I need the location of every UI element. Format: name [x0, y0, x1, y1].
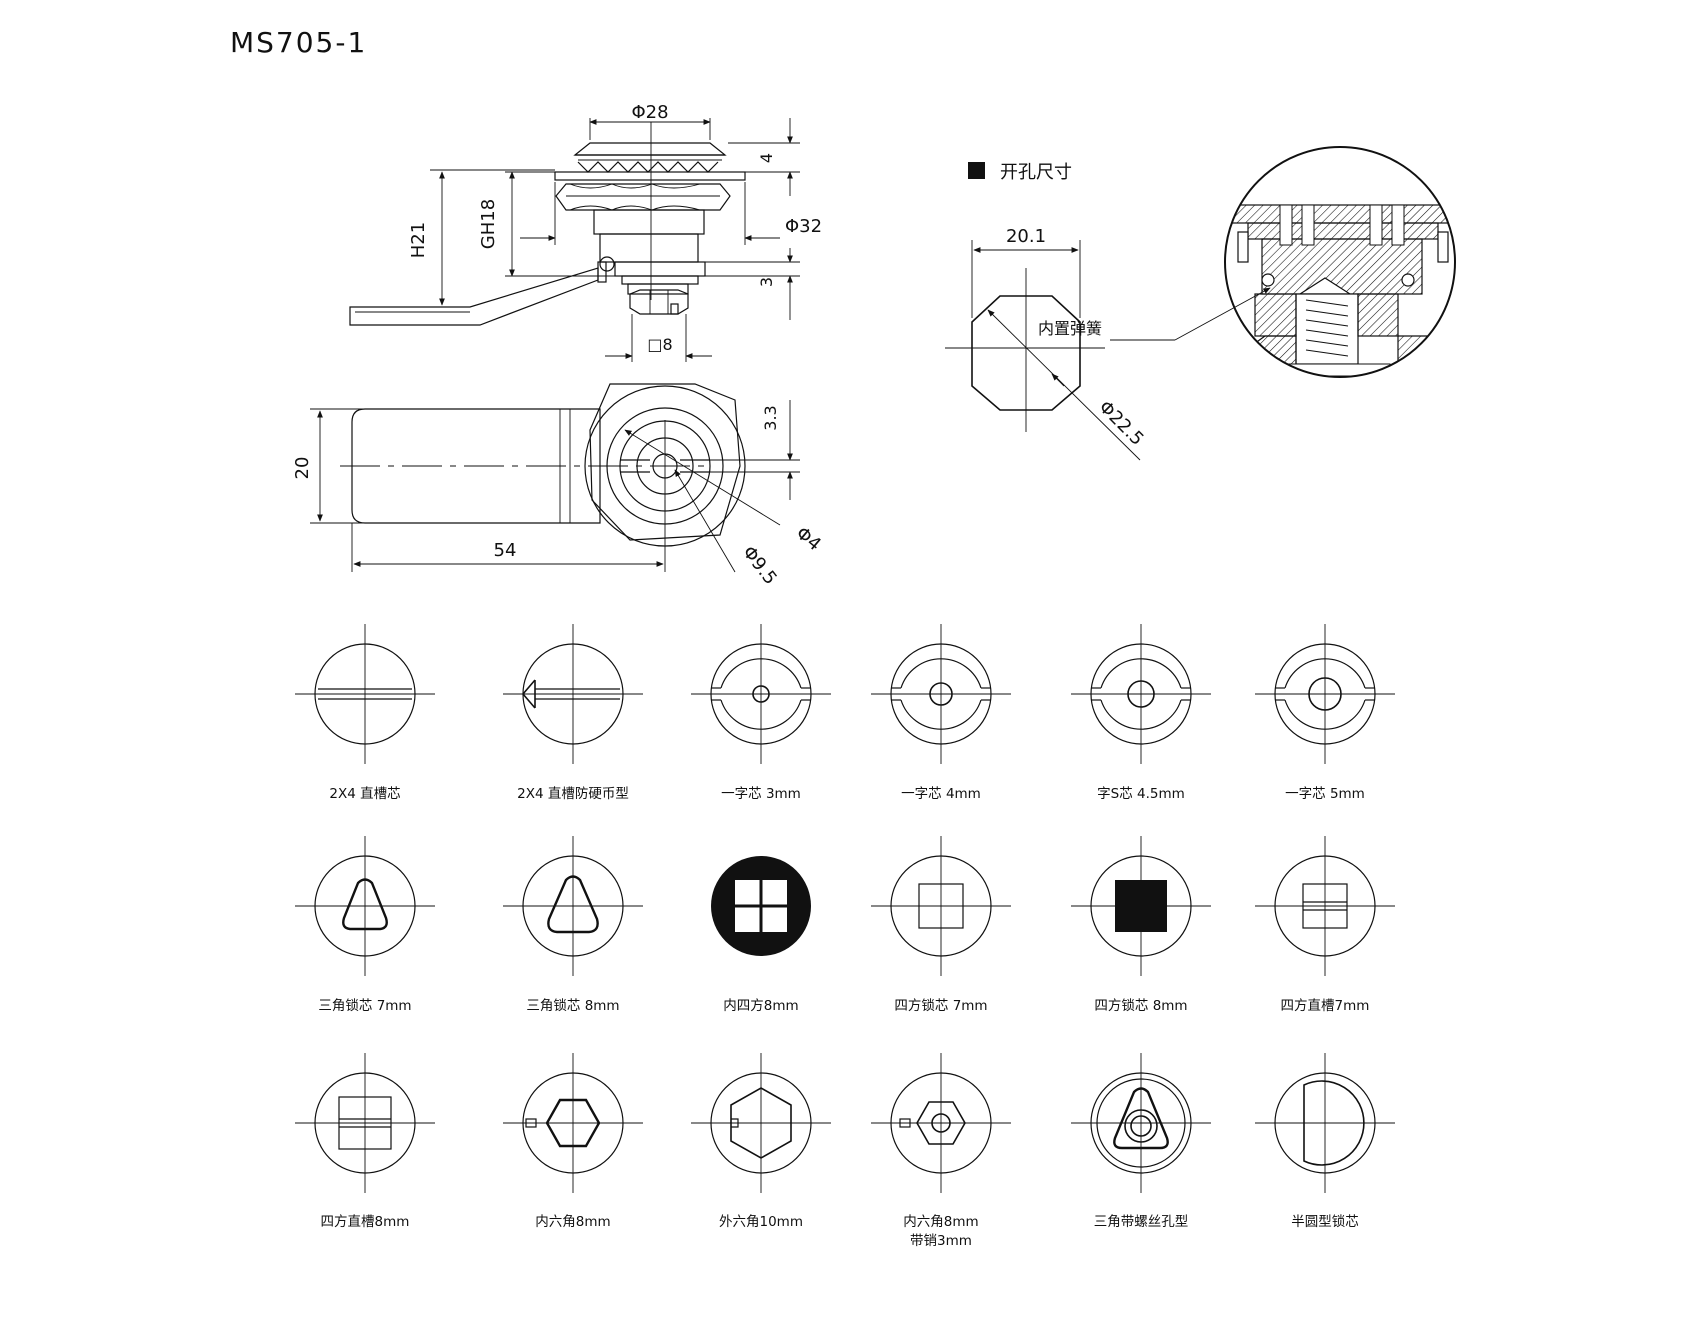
dim-3: 3 [757, 277, 776, 287]
variant-caption: 四方锁芯 8mm [1094, 998, 1188, 1014]
spring-label: 内置弹簧 [1038, 319, 1102, 338]
cutout-heading: 开孔尺寸 [1000, 162, 1072, 183]
dim-phi9-5: Φ9.5 [738, 542, 781, 589]
variant-square-8mm [1071, 836, 1211, 976]
variant-caption: 一字芯 3mm [721, 786, 801, 802]
dim-3-3: 3.3 [761, 405, 780, 430]
legend-square [968, 162, 985, 179]
variant-caption: 四方直槽7mm [1280, 998, 1370, 1014]
dim-h21: H21 [408, 222, 429, 258]
variant-slot-3mm [691, 624, 831, 764]
variant-inner-hex-8mm [503, 1053, 643, 1193]
variant-inner-square-8mm [711, 856, 811, 956]
variant-caption: 2X4 直槽芯 [329, 786, 401, 802]
variant-caption: 三角锁芯 8mm [526, 998, 620, 1014]
variant-caption: 字S芯 4.5mm [1097, 786, 1185, 802]
variant-caption: 一字芯 5mm [1285, 786, 1365, 802]
variant-caption: 外六角10mm [719, 1214, 803, 1230]
variant-caption: 2X4 直槽防硬币型 [517, 786, 629, 802]
variant-caption: 半圆型锁芯 [1291, 1214, 1359, 1230]
side-view: Φ28 4 H21 GH18 Φ32 [349, 102, 822, 362]
variant-caption: 内六角8mm 带销3mm [841, 1213, 1041, 1251]
variant-inner-hex-8mm-pin [871, 1053, 1011, 1193]
variant-2x4-slot [295, 624, 435, 764]
variant-caption: 四方直槽8mm [320, 1214, 410, 1230]
model-title: MS705-1 [230, 26, 368, 59]
dim-gh18: GH18 [478, 199, 499, 249]
spring-detail-view: 内置弹簧 [1038, 146, 1456, 378]
variant-caption-line2: 带销3mm [910, 1233, 972, 1249]
dim-20: 20 [292, 457, 313, 480]
dim-phi4: Φ4 [792, 523, 825, 556]
variant-square-7mm [871, 836, 1011, 976]
cutout-view: 开孔尺寸 20.1 Φ22.5 [945, 162, 1148, 461]
variant-slot-5mm [1255, 624, 1395, 764]
variant-caption: 内六角8mm [535, 1214, 611, 1230]
variant-caption-line1: 内六角8mm [903, 1214, 979, 1230]
dim-phi32: Φ32 [785, 216, 822, 237]
dim-4: 4 [757, 153, 776, 163]
variant-caption: 三角锁芯 7mm [318, 998, 412, 1014]
variant-2x4-anti-coin [503, 624, 643, 764]
variant-caption: 一字芯 4mm [901, 786, 981, 802]
dim-sq8: □8 [647, 335, 672, 354]
top-view: 20 54 3.3 Φ4 Φ9.5 [292, 383, 825, 589]
variant-triangle-screw-hole [1071, 1053, 1211, 1193]
variant-triangle-7mm [295, 836, 435, 976]
variant-outer-hex-10mm [691, 1053, 831, 1193]
variant-semicircle [1255, 1053, 1395, 1193]
variant-s-4-5mm [1071, 624, 1211, 764]
dim-20-1: 20.1 [1006, 226, 1046, 247]
variant-square-slot-7mm [1255, 836, 1395, 976]
variant-caption: 四方锁芯 7mm [894, 998, 988, 1014]
variant-caption: 内四方8mm [723, 998, 799, 1014]
variant-square-slot-8mm [295, 1053, 435, 1193]
dim-54: 54 [494, 540, 517, 561]
dim-phi28: Φ28 [631, 102, 668, 123]
variant-slot-4mm [871, 624, 1011, 764]
variant-caption: 三角带螺丝孔型 [1093, 1214, 1189, 1230]
variant-grid [295, 624, 1395, 1193]
variant-triangle-8mm [503, 836, 643, 976]
